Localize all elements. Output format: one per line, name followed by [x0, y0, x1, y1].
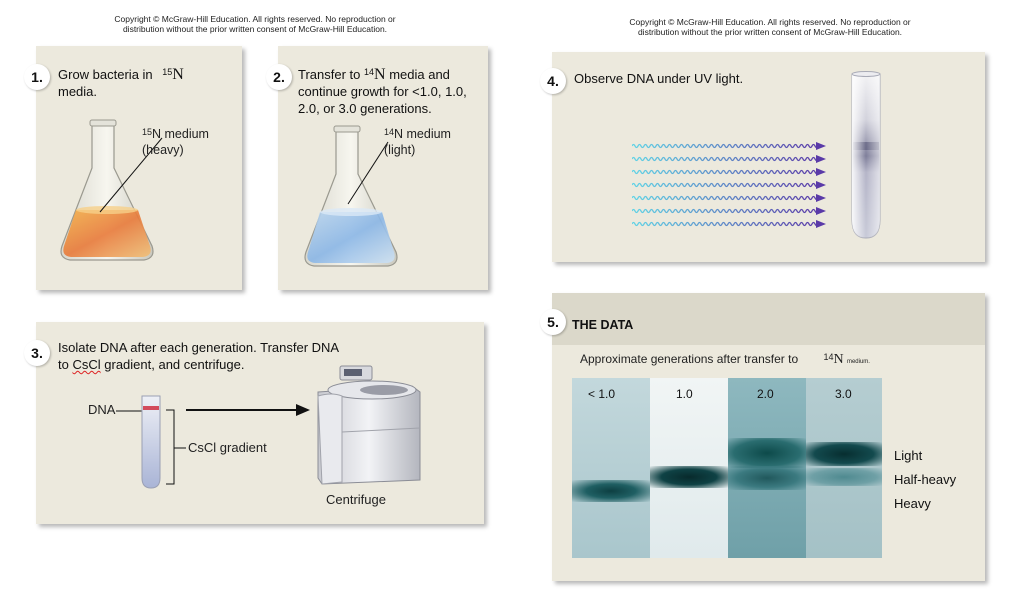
copyright-left: Copyright © McGraw-Hill Education. All r…	[114, 14, 396, 34]
step4-panel: 4. Observe DNA under UV light.	[540, 52, 985, 262]
step5-panel: 5. THE DATA Approximate generations afte…	[540, 293, 985, 581]
gel-band-label: Light	[894, 448, 923, 463]
light-medium-name: N medium	[394, 127, 451, 141]
step1-instructions: Grow bacteria in 15N media.	[58, 66, 233, 100]
light-flask-icon	[304, 125, 398, 267]
step2-leader-line	[347, 141, 389, 205]
step2-text-b: media and	[389, 67, 450, 82]
dna-leader-line	[116, 410, 146, 412]
gel-band-label: Half-heavy	[894, 472, 957, 487]
step5-title: THE DATA	[572, 318, 634, 332]
gel-band-light-3gen	[806, 442, 882, 466]
step2-line2: continue growth for <1.0, 1.0,	[298, 84, 467, 99]
step2-isotope-symbol: N	[374, 66, 386, 83]
step4-number: 4.	[540, 68, 566, 94]
step1-text-a: Grow bacteria in	[58, 67, 153, 82]
centrifuge-label: Centrifuge	[326, 492, 386, 507]
step4-instructions: Observe DNA under UV light.	[574, 71, 744, 86]
gel-lane-label: 1.0	[676, 387, 693, 401]
gel-band-half-heavy-3gen	[806, 468, 882, 486]
uv-wave-line	[632, 169, 819, 175]
step5-number: 5.	[540, 309, 566, 335]
step3-cscl-word: CsCl	[72, 357, 101, 372]
light-medium-tag: (light)	[384, 143, 416, 157]
data-caption-small: medium.	[846, 359, 870, 365]
heavy-medium-tag: (heavy)	[142, 143, 184, 157]
uv-wave-line	[632, 182, 819, 188]
dna-label: DNA	[88, 402, 116, 417]
uv-light-waves-icon	[632, 142, 826, 228]
step2-number: 2.	[266, 64, 292, 90]
light-medium-label: 14N medium (light)	[384, 126, 451, 158]
cscl-tube-icon	[141, 395, 161, 489]
heavy-flask-icon	[60, 119, 154, 261]
gel-image	[572, 378, 882, 558]
step2-panel: 2. Transfer to 14N media and continue gr…	[266, 46, 488, 290]
uv-wave-line	[632, 143, 819, 149]
uv-wave-arrowhead	[816, 181, 826, 189]
gel-band-light-2gen	[728, 438, 806, 468]
step1-number: 1.	[24, 64, 50, 90]
gel-lane-2	[650, 378, 728, 558]
heavy-medium-label: 15N medium (heavy)	[142, 126, 209, 158]
step1-text-b: media.	[58, 84, 98, 99]
step3-line2-post: gradient, and centrifuge.	[104, 357, 245, 372]
step3-line1: Isolate DNA after each generation. Trans…	[58, 340, 340, 355]
gradient-bracket	[166, 409, 186, 485]
uv-wave-arrowhead	[816, 220, 826, 228]
uv-wave-line	[632, 221, 819, 227]
data-caption-mass: 14	[823, 352, 834, 362]
uv-wave-line	[632, 208, 819, 214]
gel-lane-label: < 1.0	[588, 387, 616, 401]
heavy-medium-name: N medium	[152, 127, 209, 141]
step3-instructions: Isolate DNA after each generation. Trans…	[58, 339, 478, 373]
uv-wave-arrowhead	[816, 194, 826, 202]
step1-leader-line	[99, 137, 163, 213]
uv-wave-line	[632, 195, 819, 201]
copyright-right: Copyright © McGraw-Hill Education. All r…	[629, 17, 911, 37]
gel-band-half-heavy	[650, 466, 728, 488]
data-header-bar	[552, 293, 985, 345]
step1-isotope-mass: 15	[162, 67, 173, 77]
uv-wave-arrowhead	[816, 168, 826, 176]
gel-lane-4	[806, 378, 882, 558]
uv-tube-icon	[851, 71, 881, 239]
step3-line2-pre: to	[58, 357, 69, 372]
gel-lane-label: 3.0	[835, 387, 852, 401]
uv-wave-line	[632, 156, 819, 162]
uv-wave-arrowhead	[816, 142, 826, 150]
step2-isotope-mass: 14	[364, 67, 375, 77]
data-caption-text: Approximate generations after transfer t…	[580, 352, 799, 366]
gel-lane-1	[572, 378, 650, 558]
step1-isotope-symbol: N	[172, 66, 184, 83]
step2-instructions: Transfer to 14N media and continue growt…	[298, 66, 488, 117]
gel-lane-label: 2.0	[757, 387, 774, 401]
step2-text-a: Transfer to	[298, 67, 361, 82]
step3-panel: 3. Isolate DNA after each generation. Tr…	[24, 322, 484, 524]
light-medium-mass: 14	[384, 127, 395, 137]
cscl-gradient-label: CsCl gradient	[188, 440, 267, 455]
step1-panel: 1. Grow bacteria in 15N media. 15N mediu…	[24, 46, 242, 290]
heavy-medium-mass: 15	[142, 127, 153, 137]
uv-wave-arrowhead	[816, 155, 826, 163]
gel-lane-3	[728, 378, 806, 558]
gel-band-half-heavy-2gen	[728, 466, 806, 490]
step3-number: 3.	[24, 340, 50, 366]
gel-band-heavy	[572, 480, 650, 502]
step2-line3: 2.0, or 3.0 generations.	[298, 101, 432, 116]
data-caption-symbol: N	[833, 352, 844, 367]
centrifuge-icon	[317, 365, 421, 485]
gel-band-label: Heavy	[894, 496, 931, 511]
centrifuge-arrow-icon	[186, 404, 310, 416]
uv-wave-arrowhead	[816, 207, 826, 215]
data-caption: Approximate generations after transfer t…	[580, 351, 870, 370]
